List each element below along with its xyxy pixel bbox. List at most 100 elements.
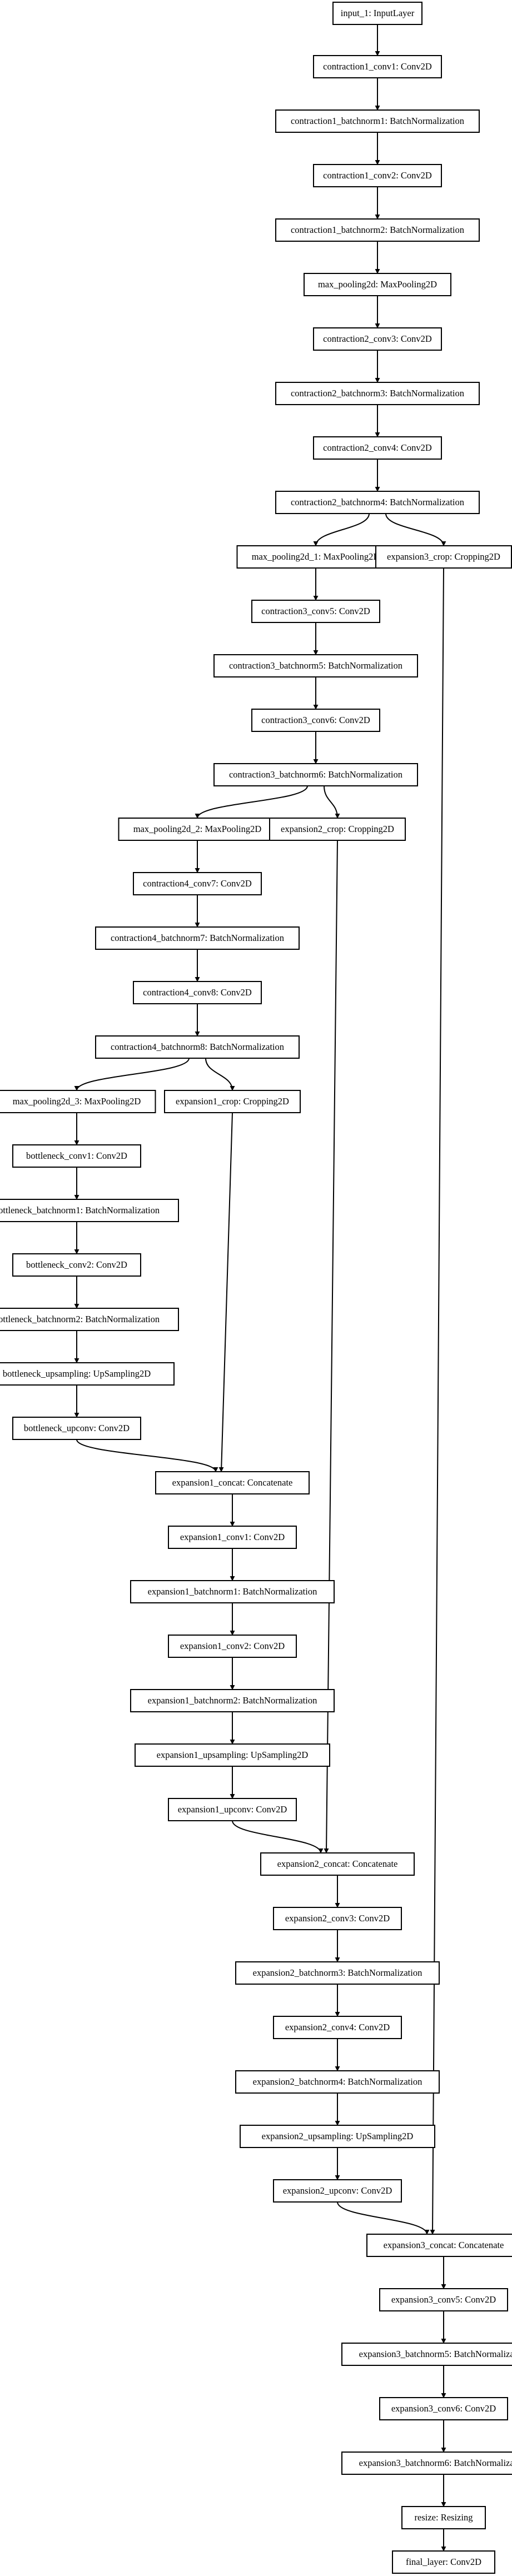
layer-label: contraction2_batchnorm3: BatchNormalizat…	[291, 388, 464, 398]
layer-node-c4bn7: contraction4_batchnorm7: BatchNormalizat…	[95, 926, 300, 950]
layer-box	[275, 109, 480, 133]
layer-node-c2bn4: contraction2_batchnorm4: BatchNormalizat…	[275, 491, 480, 514]
layer-label: expansion2_batchnorm3: BatchNormalizatio…	[253, 1967, 422, 1978]
layer-box	[164, 1090, 301, 1113]
layer-box	[155, 1471, 310, 1494]
layer-box	[275, 382, 480, 405]
layer-label: expansion3_concat: Concatenate	[384, 2240, 504, 2250]
layer-label: bottleneck_batchnorm1: BatchNormalizatio…	[0, 1205, 160, 1215]
layer-label: expansion3_batchnorm6: BatchNormalizatio…	[359, 2458, 512, 2468]
layer-node-e1upconv: expansion1_upconv: Conv2D	[168, 1798, 297, 1821]
layer-label: bottleneck_upsampling: UpSampling2D	[3, 1368, 151, 1379]
layer-box	[133, 872, 262, 895]
layer-label: contraction1_conv1: Conv2D	[323, 61, 432, 72]
edge-c3bn6-to-e2crop	[324, 785, 340, 819]
layer-node-c1bn1: contraction1_batchnorm1: BatchNormalizat…	[275, 109, 480, 133]
layer-node-c4conv7: contraction4_conv7: Conv2D	[133, 872, 262, 895]
layer-label: expansion1_upsampling: UpSampling2D	[157, 1750, 309, 1760]
layer-box	[341, 2343, 512, 2366]
layer-node-c1conv2: contraction1_conv2: Conv2D	[313, 164, 442, 187]
layer-label: bottleneck_conv2: Conv2D	[26, 1259, 127, 1270]
layer-box	[12, 1144, 141, 1168]
layer-node-e1conv1: expansion1_conv1: Conv2D	[168, 1526, 297, 1549]
layer-box	[133, 981, 262, 1004]
layer-box	[392, 2550, 495, 2574]
layer-label: expansion1_conv2: Conv2D	[180, 1641, 285, 1651]
layer-node-e3crop: expansion3_crop: Cropping2D	[375, 545, 512, 569]
layer-node-e1bn1: expansion1_batchnorm1: BatchNormalizatio…	[130, 1580, 335, 1603]
layer-node-e2conv4: expansion2_conv4: Conv2D	[273, 2016, 402, 2039]
layer-box	[130, 1580, 335, 1603]
layer-node-e1bn2: expansion1_batchnorm2: BatchNormalizatio…	[130, 1689, 335, 1712]
layer-box	[273, 1907, 402, 1930]
layer-box	[213, 654, 418, 677]
layer-node-e1up: expansion1_upsampling: UpSampling2D	[135, 1743, 330, 1767]
layer-node-mp2d: max_pooling2d: MaxPooling2D	[304, 273, 451, 296]
layer-box	[304, 273, 451, 296]
layer-box	[235, 1961, 440, 1985]
layer-node-bupconv: bottleneck_upconv: Conv2D	[12, 1417, 141, 1440]
layer-label: resize: Resizing	[415, 2512, 473, 2523]
layer-label: max_pooling2d_3: MaxPooling2D	[13, 1096, 141, 1107]
layer-box	[273, 2016, 402, 2039]
layer-label: max_pooling2d_2: MaxPooling2D	[133, 824, 262, 834]
layer-box	[313, 436, 442, 460]
layer-node-e2up: expansion2_upsampling: UpSampling2D	[240, 2125, 435, 2148]
layer-node-bup: bottleneck_upsampling: UpSampling2D	[0, 1362, 175, 1386]
layer-label: contraction4_batchnorm7: BatchNormalizat…	[111, 933, 284, 943]
layer-node-resize: resize: Resizing	[401, 2506, 486, 2529]
layer-node-c1conv1: contraction1_conv1: Conv2D	[313, 55, 442, 78]
layer-label: final_layer: Conv2D	[406, 2557, 481, 2567]
layer-box	[375, 545, 512, 569]
layer-node-e1concat: expansion1_concat: Concatenate	[155, 1471, 310, 1494]
layer-box	[313, 327, 442, 351]
layer-node-c2conv4: contraction2_conv4: Conv2D	[313, 436, 442, 460]
edge-e1crop-to-e1concat	[218, 1112, 233, 1472]
layer-label: contraction2_batchnorm4: BatchNormalizat…	[291, 497, 464, 507]
layer-box	[332, 2, 422, 25]
layer-box	[130, 1689, 335, 1712]
layer-node-e3conv5: expansion3_conv5: Conv2D	[379, 2288, 508, 2311]
layer-label: expansion1_upconv: Conv2D	[178, 1804, 287, 1815]
edges	[74, 24, 446, 2552]
edge-e2crop-to-e2concat	[324, 840, 338, 1853]
layer-box	[0, 1199, 179, 1222]
layer-node-c2bn3: contraction2_batchnorm3: BatchNormalizat…	[275, 382, 480, 405]
layer-node-c3bn5: contraction3_batchnorm5: BatchNormalizat…	[213, 654, 418, 677]
layer-box	[168, 1635, 297, 1658]
layer-box	[366, 2234, 512, 2257]
layer-box	[0, 1362, 175, 1386]
layer-label: expansion1_concat: Concatenate	[172, 1477, 293, 1488]
layer-node-final: final_layer: Conv2D	[392, 2550, 495, 2574]
layer-label: contraction4_conv8: Conv2D	[143, 987, 252, 998]
layer-label: expansion2_crop: Cropping2D	[281, 824, 394, 834]
layer-box	[95, 1035, 300, 1059]
layer-box	[401, 2506, 486, 2529]
layer-node-input-1: input_1: InputLayer	[332, 2, 422, 25]
layer-node-c2conv3: contraction2_conv3: Conv2D	[313, 327, 442, 351]
layer-box	[269, 818, 406, 841]
layer-node-bconv1: bottleneck_conv1: Conv2D	[12, 1144, 141, 1168]
layer-box	[275, 491, 480, 514]
layer-label: contraction4_batchnorm8: BatchNormalizat…	[111, 1042, 284, 1052]
layer-box	[313, 164, 442, 187]
layer-box	[251, 709, 380, 732]
layer-box	[273, 2179, 402, 2203]
layer-label: expansion3_conv6: Conv2D	[391, 2403, 496, 2414]
layer-label: bottleneck_upconv: Conv2D	[24, 1423, 130, 1433]
edge-c4bn8-to-e1crop	[205, 1058, 235, 1091]
layer-box	[240, 2125, 435, 2148]
layer-node-mp2d2: max_pooling2d_2: MaxPooling2D	[118, 818, 277, 841]
layer-node-e2bn4: expansion2_batchnorm4: BatchNormalizatio…	[235, 2070, 440, 2094]
layer-node-e3bn6: expansion3_batchnorm6: BatchNormalizatio…	[341, 2452, 512, 2475]
layer-node-c3conv6: contraction3_conv6: Conv2D	[251, 709, 380, 732]
layer-label: contraction1_conv2: Conv2D	[323, 170, 432, 181]
layer-box	[0, 1090, 156, 1113]
layer-box	[235, 2070, 440, 2094]
layer-box	[12, 1253, 141, 1277]
layer-node-e3conv6: expansion3_conv6: Conv2D	[379, 2397, 508, 2420]
layer-label: contraction1_batchnorm2: BatchNormalizat…	[291, 225, 464, 235]
layer-label: contraction2_conv4: Conv2D	[323, 442, 432, 453]
layer-node-mp2d3: max_pooling2d_3: MaxPooling2D	[0, 1090, 156, 1113]
